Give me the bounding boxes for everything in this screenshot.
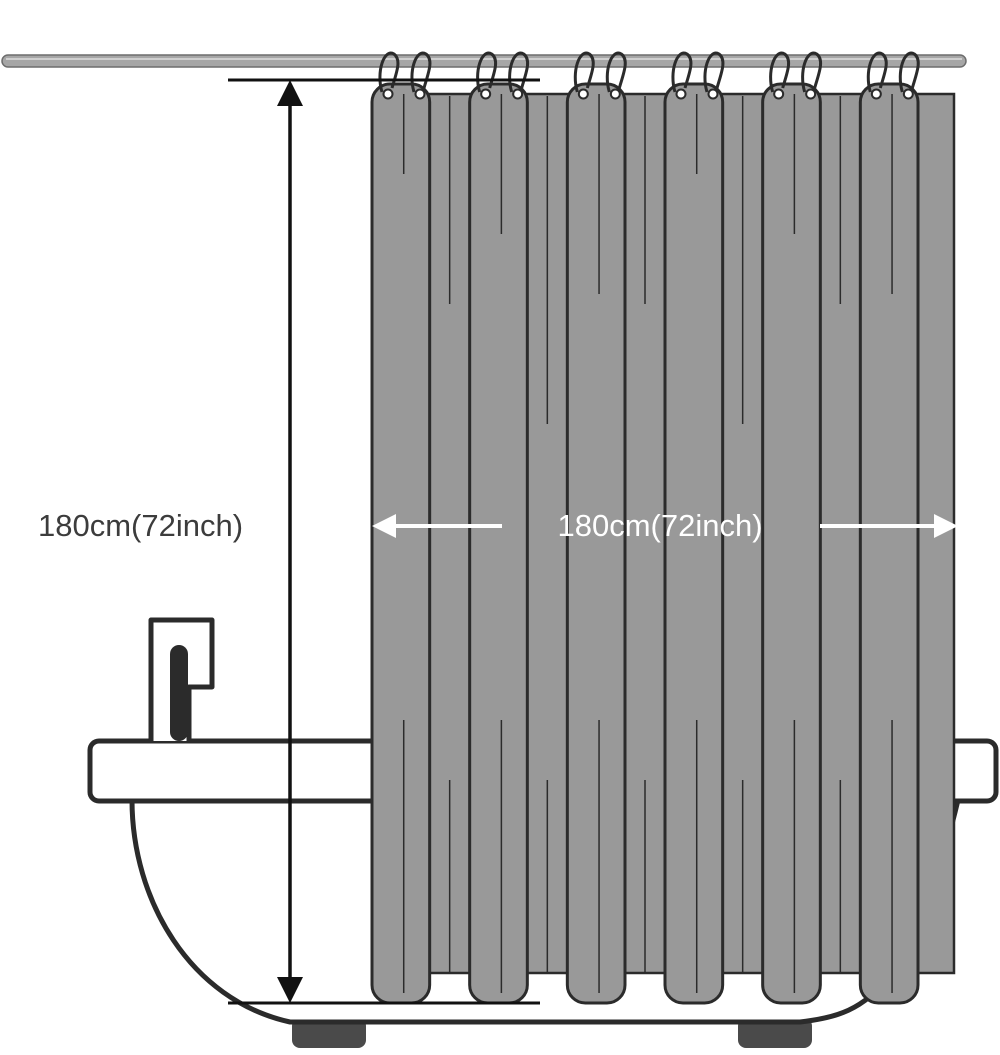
shower-curtain-ring <box>605 51 627 100</box>
faucet-icon <box>148 617 215 741</box>
height-arrow-head-bottom <box>277 977 303 1003</box>
shower-curtain-ring <box>898 51 920 100</box>
shower-curtain <box>370 51 956 1005</box>
bathtub-foot-left <box>292 1018 366 1048</box>
shower-curtain-ring <box>476 51 498 100</box>
shower-curtain-ring <box>801 51 823 100</box>
bathtub-foot-right <box>738 1018 812 1048</box>
curtain-panel <box>565 82 627 1005</box>
shower-curtain-ring <box>378 51 400 100</box>
height-dimension-label: 180cm(72inch) <box>38 508 244 543</box>
curtain-panel <box>858 82 920 1005</box>
shower-curtain-ring <box>703 51 725 100</box>
curtain-panel <box>663 82 725 1005</box>
shower-curtain-ring <box>769 51 791 100</box>
width-arrow <box>372 514 958 538</box>
width-arrow-head-right <box>934 514 958 538</box>
shower-curtain-ring <box>671 51 693 100</box>
width-dimension-label: 180cm(72inch) <box>557 508 763 543</box>
shower-curtain-ring <box>508 51 530 100</box>
width-arrow-head-left <box>372 514 396 538</box>
height-arrow-head-top <box>277 80 303 106</box>
curtain-panel <box>761 82 822 1005</box>
height-arrow <box>277 80 303 1003</box>
shower-curtain-ring <box>573 51 595 100</box>
shower-curtain-ring <box>866 51 888 100</box>
curtain-panel <box>370 82 432 1005</box>
shower-curtain-ring <box>410 51 432 100</box>
